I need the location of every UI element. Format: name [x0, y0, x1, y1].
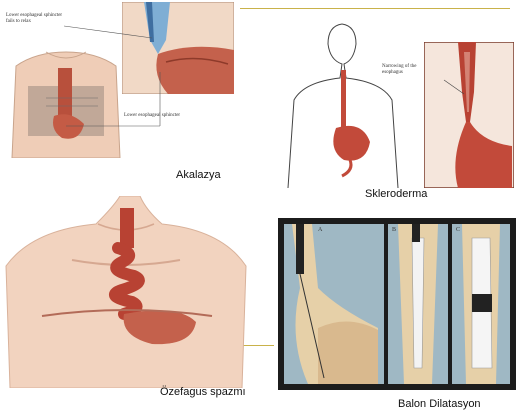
- achalasia-caption: Akalazya: [176, 169, 221, 181]
- achalasia-label-bottom: Lower esophageal sphincter: [124, 113, 182, 119]
- balloon-step-a: A: [318, 227, 322, 233]
- scleroderma-panel: Narrowing of the esophagus Skleroderma: [274, 10, 518, 200]
- achalasia-pointer-lines: [60, 22, 180, 142]
- top-accent-line: [240, 8, 510, 9]
- scleroderma-body-outline: [284, 22, 434, 188]
- spasm-torso-illustration: [2, 196, 250, 388]
- spasm-caption: Özefagus spazmı: [160, 386, 246, 398]
- balloon-step-b: B: [392, 227, 396, 233]
- scleroderma-caption: Skleroderma: [365, 188, 427, 200]
- balloon-steps-illustration: [278, 218, 516, 390]
- balloon-panel: A B C Balon Dilatasyon: [278, 218, 518, 417]
- spasm-panel: Özefagus spazmı: [0, 192, 280, 417]
- achalasia-label-top: Lower esophageal sphincter fails to rela…: [6, 13, 66, 25]
- scleroderma-zoom-inset: [424, 42, 514, 188]
- balloon-step-c: C: [456, 227, 460, 233]
- achalasia-panel: Lower esophageal sphincter fails to rela…: [0, 0, 240, 190]
- balloon-caption: Balon Dilatasyon: [398, 398, 481, 410]
- scleroderma-narrowing-label: Narrowing of the esophagus: [382, 64, 426, 76]
